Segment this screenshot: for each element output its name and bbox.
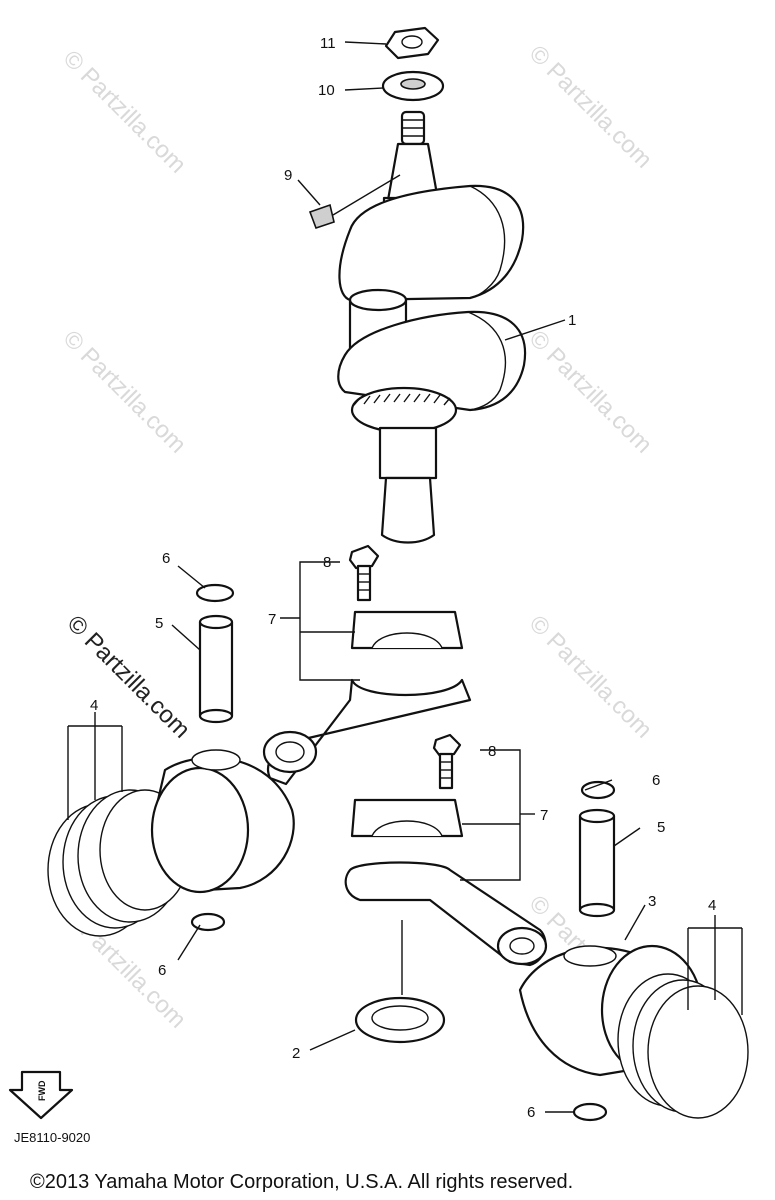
callout-1: 1 [568, 312, 576, 329]
callout-2: 2 [292, 1045, 300, 1062]
callout-7-upper: 7 [268, 611, 276, 628]
part-6-circlip-right [580, 780, 616, 800]
part-5-piston-pin-right [578, 808, 616, 918]
watermark: © Partzilla.com [524, 325, 657, 458]
watermark: © Partzilla.com [58, 45, 191, 178]
part-4-piston-rings-right [617, 973, 749, 1119]
callout-4-left: 4 [90, 697, 98, 714]
part-5-piston-pin-left [198, 614, 234, 724]
callout-4-right: 4 [708, 897, 716, 914]
diagram-code: JE8110-9020 [14, 1130, 90, 1145]
part-8-bolt-lower [432, 733, 462, 790]
leader-lines [67, 41, 743, 1113]
callout-3: 3 [648, 893, 656, 910]
callout-8-lower: 8 [488, 743, 496, 760]
watermark: © Partzilla.com [524, 40, 657, 173]
part-7-connecting-rod-lower [344, 798, 548, 967]
part-piston-left [150, 749, 295, 894]
watermark-dark: © Partzilla.com [62, 610, 195, 743]
part-7-connecting-rod-upper [262, 610, 472, 786]
callout-7-lower: 7 [540, 807, 548, 824]
callout-10: 10 [318, 82, 335, 99]
part-6-circlip-bottom [572, 1102, 608, 1122]
watermark: © Partzilla.com [58, 325, 191, 458]
fwd-arrow-icon: FWD [8, 1070, 74, 1120]
callout-9: 9 [284, 167, 292, 184]
part-11-nut [384, 26, 440, 60]
part-1-crankshaft [337, 110, 527, 544]
part-6-circlip-top-left [195, 583, 235, 603]
callout-5-right: 5 [657, 819, 665, 836]
part-6-circlip-bottom-left [190, 912, 226, 932]
part-8-bolt-upper [348, 544, 380, 602]
callout-6-bottom: 6 [527, 1104, 535, 1121]
callout-5-left: 5 [155, 615, 163, 632]
part-2-thrust-washer [354, 996, 446, 1044]
fwd-label: FWD [37, 1080, 47, 1101]
part-10-washer [381, 70, 445, 102]
callout-6-right: 6 [652, 772, 660, 789]
callout-11: 11 [320, 35, 336, 52]
copyright-footer: ©2013 Yamaha Motor Corporation, U.S.A. A… [30, 1171, 573, 1193]
part-4-piston-rings-left [47, 789, 191, 937]
callout-6-bottom-left: 6 [158, 962, 166, 979]
callout-8-upper: 8 [323, 554, 331, 571]
watermark: © Partzilla.com [524, 610, 657, 743]
part-9-key [308, 203, 335, 230]
callout-6-top-left: 6 [162, 550, 170, 567]
callout-numbers: 11 10 9 1 6 5 8 7 4 8 6 7 5 3 4 6 2 6 [90, 35, 716, 1121]
